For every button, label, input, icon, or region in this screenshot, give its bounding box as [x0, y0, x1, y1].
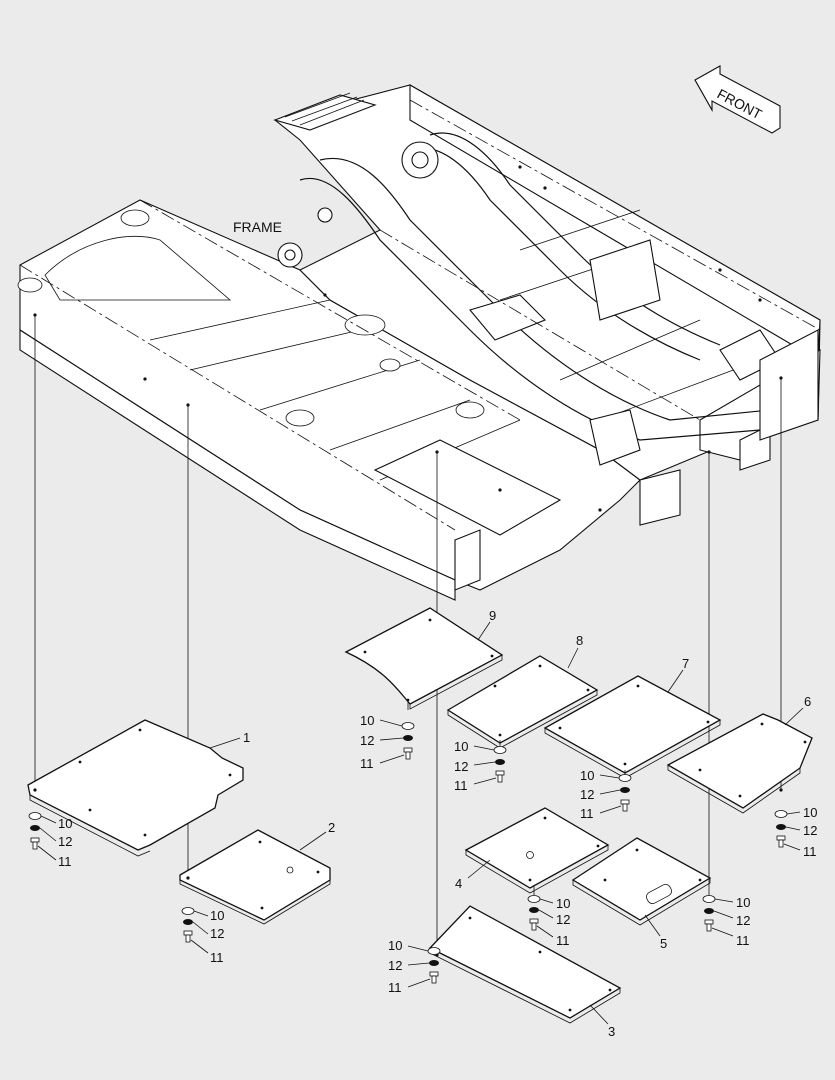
spring-washer-icon	[403, 735, 413, 741]
cover-plate-9: 9	[344, 607, 504, 710]
bolt-icon	[704, 919, 714, 932]
washer-icon	[181, 907, 195, 915]
washer-icon	[401, 722, 415, 730]
part-1-label: 1	[243, 730, 250, 745]
part-10-label: 10	[454, 739, 468, 754]
spring-washer-icon	[30, 825, 40, 831]
cover-plate-2: 2	[179, 820, 335, 925]
cover-plate-4: 4	[455, 807, 610, 894]
part-10-label: 10	[803, 805, 817, 820]
part-11-label: 11	[580, 806, 594, 821]
part-10-label: 10	[580, 768, 594, 783]
part-12-label: 12	[736, 913, 750, 928]
part-11-label: 11	[360, 756, 374, 771]
washer-icon	[493, 746, 507, 754]
fastener-stack-g: 10 12 11	[774, 805, 817, 859]
bolt-icon	[495, 770, 505, 783]
fastener-stack-d: 10 12 11	[360, 713, 415, 771]
part-12-label: 12	[454, 759, 468, 774]
washer-icon	[774, 810, 788, 818]
frame-assembly	[17, 84, 821, 601]
front-arrow-icon: FRONT	[694, 65, 781, 134]
part-7-label: 7	[682, 656, 689, 671]
part-12-label: 12	[210, 926, 224, 941]
part-11-label: 11	[736, 933, 750, 948]
part-11-label: 11	[556, 933, 570, 948]
part-10-label: 10	[388, 938, 402, 953]
part-6-label: 6	[804, 694, 811, 709]
part-2-label: 2	[328, 820, 335, 835]
part-12-label: 12	[803, 823, 817, 838]
bolt-icon	[776, 835, 786, 848]
part-12-label: 12	[388, 958, 402, 973]
washer-icon	[618, 774, 632, 782]
fastener-stack-e: 10 12 11	[454, 739, 507, 793]
spring-washer-icon	[776, 824, 786, 830]
part-10-label: 10	[736, 895, 750, 910]
part-11-label: 11	[454, 778, 468, 793]
cover-plate-3: 3	[428, 905, 622, 1039]
fastener-stack-c: 10 12 11	[388, 938, 441, 995]
part-11-label: 11	[803, 844, 817, 859]
part-10-label: 10	[58, 816, 72, 831]
spring-washer-icon	[429, 960, 439, 966]
washer-icon	[702, 895, 716, 903]
part-4-label: 4	[455, 876, 462, 891]
bolt-icon	[429, 971, 439, 984]
assembly-lines	[34, 315, 782, 955]
fastener-stack-h: 10 12 11	[527, 885, 570, 948]
bolt-icon	[620, 799, 630, 812]
part-5-label: 5	[660, 936, 667, 951]
spring-washer-icon	[495, 759, 505, 765]
part-12-label: 12	[580, 787, 594, 802]
spring-washer-icon	[529, 907, 539, 913]
washer-icon	[527, 895, 541, 903]
part-12-label: 12	[556, 912, 570, 927]
bolt-icon	[403, 747, 413, 760]
part-10-label: 10	[556, 896, 570, 911]
spring-washer-icon	[620, 787, 630, 793]
part-12-label: 12	[58, 834, 72, 849]
spring-washer-icon	[704, 908, 714, 914]
frame-label: FRAME	[233, 219, 282, 235]
part-11-label: 11	[58, 854, 72, 869]
part-8-label: 8	[576, 633, 583, 648]
fastener-stack-i: 10 12 11	[702, 895, 750, 948]
cover-plate-5: 5	[571, 837, 712, 951]
part-9-label: 9	[489, 608, 496, 623]
part-10-label: 10	[360, 713, 374, 728]
spring-washer-icon	[183, 919, 193, 925]
fastener-stack-b: 10 12 11	[181, 907, 224, 965]
fastener-stack-f: 10 12 11	[580, 768, 632, 821]
part-10-label: 10	[210, 908, 224, 923]
part-11-label: 11	[210, 950, 224, 965]
cover-plate-1: 1	[27, 719, 250, 857]
part-11-label: 11	[388, 980, 402, 995]
cover-plate-6: 6	[666, 694, 813, 814]
washer-icon	[427, 947, 441, 955]
washer-icon	[28, 812, 42, 820]
part-12-label: 12	[360, 733, 374, 748]
part-3-label: 3	[608, 1024, 615, 1039]
fastener-stack-a: 10 12 11	[28, 812, 72, 869]
bolt-icon	[30, 837, 40, 850]
bolt-icon	[183, 930, 193, 943]
bolt-icon	[529, 918, 539, 931]
